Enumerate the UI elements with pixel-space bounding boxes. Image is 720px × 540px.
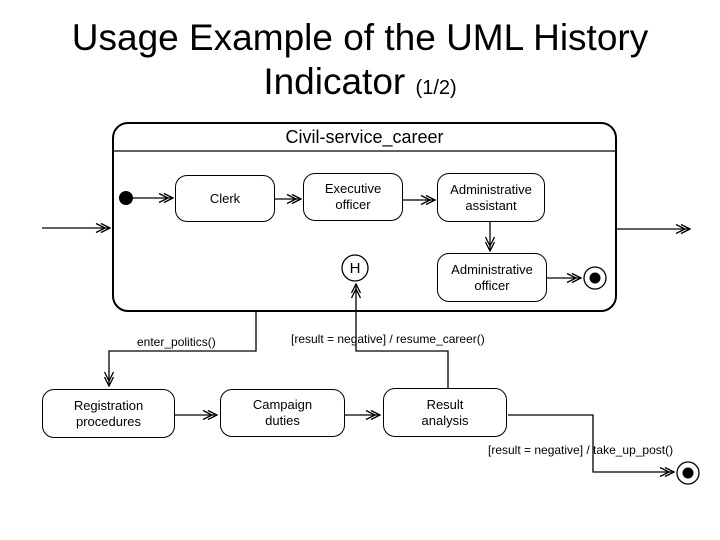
state-executive-officer: Executive officer [303,173,403,221]
slide-title-line2: Indicator (1/2) [263,60,457,102]
history-indicator-label: H [349,259,361,277]
slide-title-line1: Usage Example of the UML History [71,17,649,58]
initial-state-icon [119,191,133,205]
transition-label-take-up-post: [result = negative] / take_up_post() [488,443,674,457]
state-result-analysis: Result analysis [383,388,507,437]
transition-take-up-post [508,414,674,472]
state-clerk: Clerk [175,175,275,222]
history-indicator [341,254,369,282]
state-campaign-duties: Campaign duties [220,389,345,437]
transition-label-enter-politics: enter_politics() [137,335,216,349]
state-registration-procedures: Registration procedures [42,389,175,438]
composite-state-title: Civil-service_career [285,127,444,147]
final-state-icon [589,272,601,284]
state-administrative-officer: Administrative officer [437,253,547,302]
final-state-bottom-icon [682,467,694,479]
transition-resume-career [356,284,449,389]
slide-title-suffix: (1/2) [415,76,457,99]
state-administrative-assistant: Administrative assistant [437,173,545,222]
composite-state-frame [112,122,617,312]
transition-enter-politics [109,312,257,386]
slide-title: Usage Example of the UML History Indicat… [0,16,720,103]
transition-label-resume-career: [result = negative] / resume_career() [291,332,485,346]
